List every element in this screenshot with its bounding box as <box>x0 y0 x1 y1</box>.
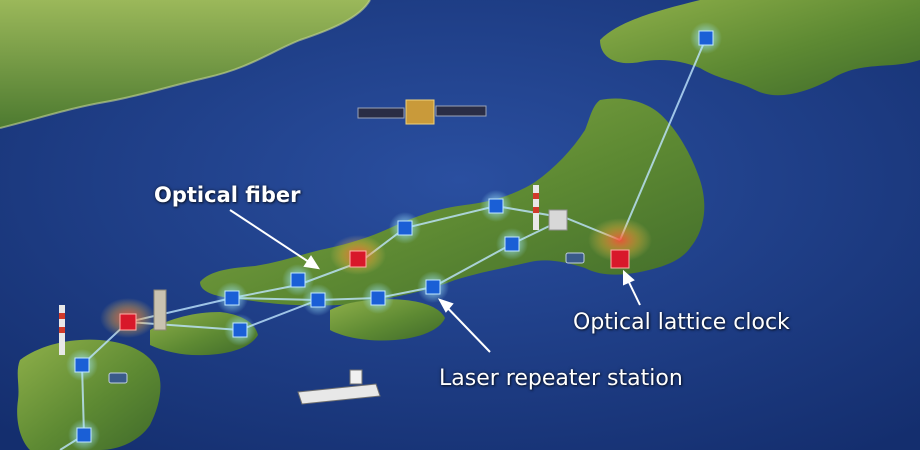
optical-lattice-clock-label: Optical lattice clock <box>573 310 790 335</box>
vehicle-icon <box>108 372 128 384</box>
repeater-station-icon <box>480 190 512 222</box>
repeater-station-icon <box>690 22 722 54</box>
callout-arrows <box>229 209 641 353</box>
ship-icon <box>297 369 381 405</box>
continent-coast <box>0 0 371 129</box>
repeater-station-icon <box>216 282 248 314</box>
repeater-callout-arrowhead <box>437 298 454 313</box>
repeater-station-icon <box>66 349 98 381</box>
repeater-station-icon <box>362 282 394 314</box>
fiber-callout-line <box>229 209 319 269</box>
repeater-stations <box>66 22 722 450</box>
radio-tower-icon <box>533 185 539 230</box>
repeater-station-icon <box>224 314 256 346</box>
clock-callout-arrowhead <box>623 269 635 286</box>
optical-clock-icon <box>100 298 156 338</box>
fiber-callout-arrowhead <box>303 255 321 270</box>
optical-clock-icon <box>588 218 652 269</box>
continent-landmass <box>0 0 370 128</box>
vehicle-icon <box>565 252 585 264</box>
radio-tower-icon <box>59 305 65 355</box>
satellite-icon <box>357 99 487 125</box>
optical-clocks <box>100 218 652 338</box>
repeater-station-icon <box>417 271 449 303</box>
repeater-station-icon <box>282 264 314 296</box>
laser-repeater-station-label: Laser repeater station <box>439 366 683 391</box>
optical-fiber-label: Optical fiber <box>154 183 301 207</box>
repeater-station-icon <box>496 228 528 260</box>
shikoku-island <box>330 299 445 341</box>
repeater-station-icon <box>68 419 100 450</box>
repeater-station-icon <box>302 284 334 316</box>
optical-clock-icon <box>330 235 386 275</box>
building-icon <box>153 289 167 331</box>
building-icon <box>548 209 568 231</box>
repeater-station-icon <box>389 212 421 244</box>
hokkaido-island <box>600 0 920 96</box>
kyushu-island <box>17 339 161 450</box>
